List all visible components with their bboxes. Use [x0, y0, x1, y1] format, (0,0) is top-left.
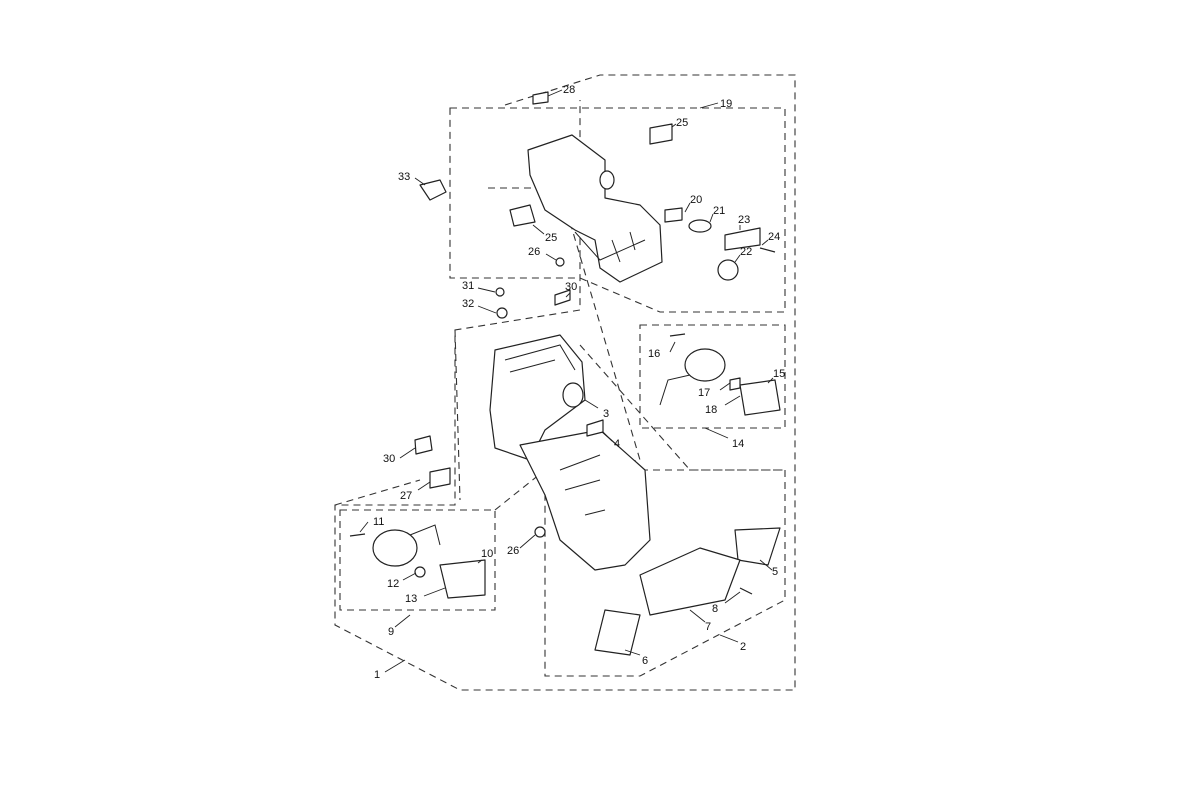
callout-26: 26: [528, 246, 540, 258]
callout-6: 6: [642, 655, 648, 667]
callout-19: 19: [720, 98, 732, 110]
assembly-1-boundary: [334, 74, 796, 691]
flasher-right: [659, 348, 781, 416]
callout-10: 10: [481, 548, 493, 560]
reflector-7: [639, 547, 741, 616]
callouts: 28 19 25 33 20 21 23 24 22 25 26 31 32 3…: [359, 84, 785, 681]
callout-17: 17: [698, 387, 710, 399]
callout-30-left: 30: [383, 453, 395, 465]
assembly-9-boundary: [339, 509, 496, 611]
callout-12: 12: [387, 578, 399, 590]
callout-7: 7: [705, 621, 711, 633]
reflector-6: [594, 609, 641, 656]
flasher-left: [372, 524, 486, 599]
callout-8: 8: [712, 603, 718, 615]
callout-31: 31: [462, 280, 474, 292]
callout-23: 23: [738, 214, 750, 226]
callout-28: 27: [400, 490, 412, 502]
callout-15: 15: [773, 368, 785, 380]
bracket-boundary: [488, 187, 641, 471]
callout-27: 26: [507, 545, 519, 557]
callout-25-top: 25: [676, 117, 688, 129]
callout-11: 11: [373, 516, 384, 528]
callout-16: 16: [648, 348, 660, 360]
callout-30-top: 30: [565, 281, 577, 293]
callout-22: 22: [740, 246, 752, 258]
callout-24: 24: [768, 231, 780, 243]
callout-25-mid: 25: [545, 232, 557, 244]
callout-21: 21: [713, 205, 725, 217]
callout-9: 9: [388, 626, 394, 638]
callout-1: 1: [374, 669, 380, 681]
callout-2: 2: [740, 641, 746, 653]
callout-3: 3: [603, 408, 609, 420]
callout-18: 18: [705, 404, 717, 416]
rear-fender: [519, 429, 651, 571]
reflector-5: [734, 527, 781, 566]
assembly-19-boundary: [449, 107, 786, 313]
license-bracket: [527, 134, 663, 283]
callout-4: 4: [614, 438, 620, 450]
callout-13: 13: [405, 593, 417, 605]
callout-5: 5: [772, 566, 778, 578]
callout-29: 28: [563, 84, 575, 96]
callout-14: 14: [732, 438, 744, 450]
assembly-2-boundary: [544, 469, 786, 677]
assembly-14-boundary: [639, 324, 786, 429]
callout-32: 32: [462, 298, 474, 310]
callout-20: 20: [690, 194, 702, 206]
hardware: [349, 91, 776, 595]
callout-33: 33: [398, 171, 410, 183]
tail-light-housing: [489, 334, 586, 461]
